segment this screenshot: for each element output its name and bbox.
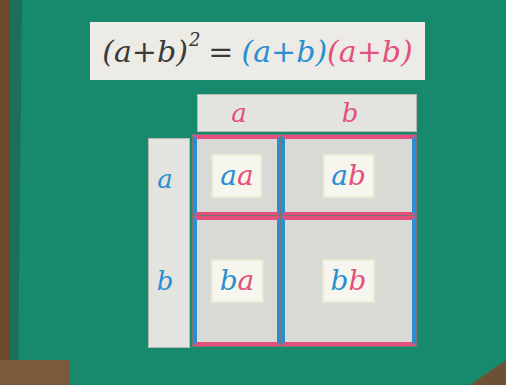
area-tile: ab bbox=[281, 135, 416, 216]
tile-letter: b bbox=[220, 264, 238, 297]
side-letter: b bbox=[157, 268, 174, 294]
tile-letter: a bbox=[220, 159, 237, 192]
area-tile: ba bbox=[193, 216, 281, 346]
tile-letter: a bbox=[238, 264, 255, 297]
area-tile: aa bbox=[193, 135, 281, 216]
formula-part: (a+b) bbox=[241, 34, 327, 69]
tile-label-card: aa bbox=[213, 156, 260, 196]
tile-letter: b bbox=[349, 264, 367, 297]
tile-letter: b bbox=[331, 264, 349, 297]
exponent: 2 bbox=[189, 29, 200, 50]
length-strip: ab bbox=[148, 138, 190, 348]
tile-label-card: ab bbox=[324, 156, 373, 196]
tile-letter: a bbox=[237, 159, 254, 192]
area-tile: bb bbox=[281, 216, 416, 346]
tile-label-card: bb bbox=[324, 261, 374, 301]
side-letter: b bbox=[342, 100, 359, 126]
length-strip: ab bbox=[197, 94, 417, 132]
formula-part: = bbox=[208, 34, 233, 69]
side-letter: a bbox=[157, 166, 173, 192]
formula-card: (a+b)2=(a+b)(a+b) bbox=[90, 22, 425, 80]
tile-letter: a bbox=[331, 159, 348, 192]
formula-part: (a+b) bbox=[102, 34, 188, 69]
tile-letter: b bbox=[348, 159, 366, 192]
formula-part: (a+b) bbox=[327, 34, 413, 69]
tile-label-card: ba bbox=[213, 261, 262, 301]
side-letter: a bbox=[231, 100, 247, 126]
